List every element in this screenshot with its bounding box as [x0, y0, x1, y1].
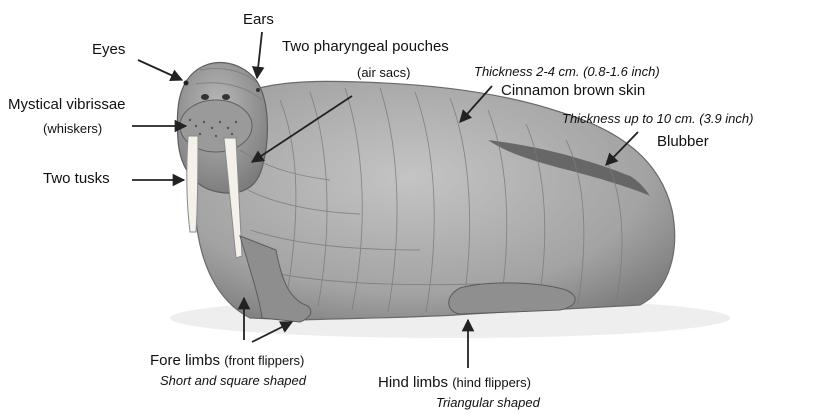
label-skin: Cinnamon brown skin [501, 82, 645, 100]
label-fore-limbs-shape: Short and square shaped [160, 372, 306, 390]
label-skin-thickness: Thickness 2-4 cm. (0.8-1.6 inch) [474, 63, 660, 81]
label-eyes: Eyes [92, 41, 125, 59]
label-hind-limbs-sub: (hind flippers) [452, 375, 531, 390]
label-hind-limbs: Hind limbs (hind flippers) [378, 374, 531, 392]
label-fore-limbs-main: Fore limbs [150, 352, 220, 369]
label-ears: Ears [243, 11, 274, 29]
label-pouches-sub: (air sacs) [357, 64, 410, 82]
label-tusks: Two tusks [43, 170, 110, 188]
label-vibrissae-sub: (whiskers) [43, 120, 102, 138]
walrus-eye [184, 81, 189, 86]
arrow-ears [257, 32, 262, 78]
arrow-eyes [138, 60, 182, 80]
nostril-left [201, 94, 209, 100]
label-fore-limbs-sub: (front flippers) [224, 353, 304, 368]
label-fore-limbs: Fore limbs (front flippers) [150, 352, 304, 370]
label-blubber-thickness: Thickness up to 10 cm. (3.9 inch) [562, 110, 753, 128]
label-vibrissae: Mystical vibrissae [8, 96, 126, 114]
label-pouches: Two pharyngeal pouches [282, 38, 449, 56]
label-blubber: Blubber [657, 133, 709, 151]
tusk-left [187, 136, 198, 232]
hind-flipper [449, 283, 575, 314]
nostril-right [222, 94, 230, 100]
label-hind-limbs-shape: Triangular shaped [436, 394, 540, 412]
walrus-ear [256, 88, 260, 92]
label-hind-limbs-main: Hind limbs [378, 374, 448, 391]
